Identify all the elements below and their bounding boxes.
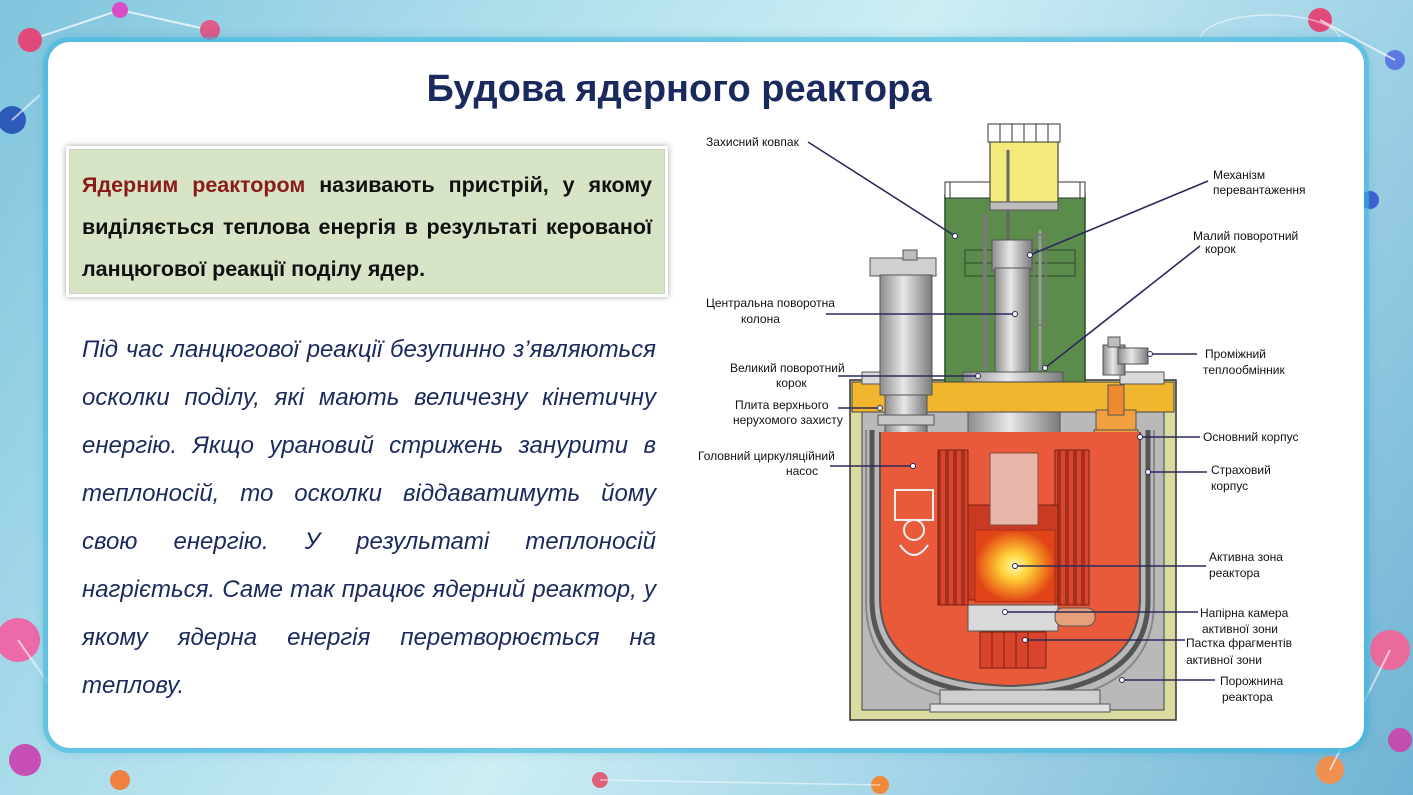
label-cavity-1: Порожнина bbox=[1220, 674, 1283, 688]
label-column-2: колона bbox=[741, 312, 780, 326]
label-hx-1: Проміжний bbox=[1205, 347, 1266, 361]
label-pump-2: насос bbox=[786, 464, 818, 478]
definition-box: Ядерним реактором називають пристрій, у … bbox=[69, 149, 665, 294]
label-column-1: Центральна поворотна bbox=[706, 296, 835, 310]
label-big-plug-2: корок bbox=[776, 376, 807, 390]
label-core-2: реактора bbox=[1209, 566, 1260, 580]
label-chamber-1: Напірна камера bbox=[1200, 606, 1289, 620]
label-cap: Захисний ковпак bbox=[706, 135, 800, 149]
callout-dots bbox=[877, 233, 1153, 683]
label-mech-1: Механізм bbox=[1213, 168, 1265, 182]
explanation-paragraph: Під час ланцюгової реакції безупинно з’я… bbox=[82, 336, 656, 699]
definition-keyword: Ядерним реактором bbox=[82, 173, 306, 197]
refueling-mechanism bbox=[983, 123, 1061, 370]
label-big-plug-1: Великий поворотний bbox=[730, 361, 845, 375]
molecule-decoration-bottom bbox=[592, 772, 889, 794]
label-main-body: Основний корпус bbox=[1203, 430, 1298, 444]
label-chamber-2: активної зони bbox=[1202, 622, 1278, 636]
definition-body: називають пристрій, у якому виділяється … bbox=[82, 173, 652, 281]
pump-internals bbox=[894, 489, 934, 556]
label-plate-1: Плита верхнього bbox=[735, 398, 829, 412]
label-small-plug-2: корок bbox=[1205, 242, 1236, 256]
label-guard-1: Страховий bbox=[1211, 463, 1271, 477]
label-trap-2: активної зони bbox=[1186, 653, 1262, 667]
label-trap-1: Пастка фрагментів bbox=[1186, 636, 1292, 650]
label-hx-2: теплообмінник bbox=[1203, 363, 1286, 377]
molecule-decoration-left bbox=[0, 2, 220, 790]
definition-text: Ядерним реактором називають пристрій, у … bbox=[82, 164, 652, 290]
reactor-diagram: Захисний ковпак Механізм перевантаження … bbox=[698, 123, 1306, 721]
label-guard-2: корпус bbox=[1211, 479, 1248, 493]
vessel-supports bbox=[929, 689, 1111, 713]
slide-title: Будова ядерного реактора bbox=[426, 68, 932, 110]
callout-lines bbox=[807, 141, 1215, 681]
label-cavity-2: реактора bbox=[1222, 690, 1273, 704]
label-small-plug-1: Малий поворотний bbox=[1193, 229, 1298, 243]
label-pump-1: Головний циркуляційний bbox=[698, 449, 835, 463]
label-core-1: Активна зона bbox=[1209, 550, 1283, 564]
fragment-trap bbox=[979, 631, 1047, 669]
label-plate-2: нерухомого захисту bbox=[733, 413, 843, 427]
label-mech-2: перевантаження bbox=[1213, 183, 1306, 197]
